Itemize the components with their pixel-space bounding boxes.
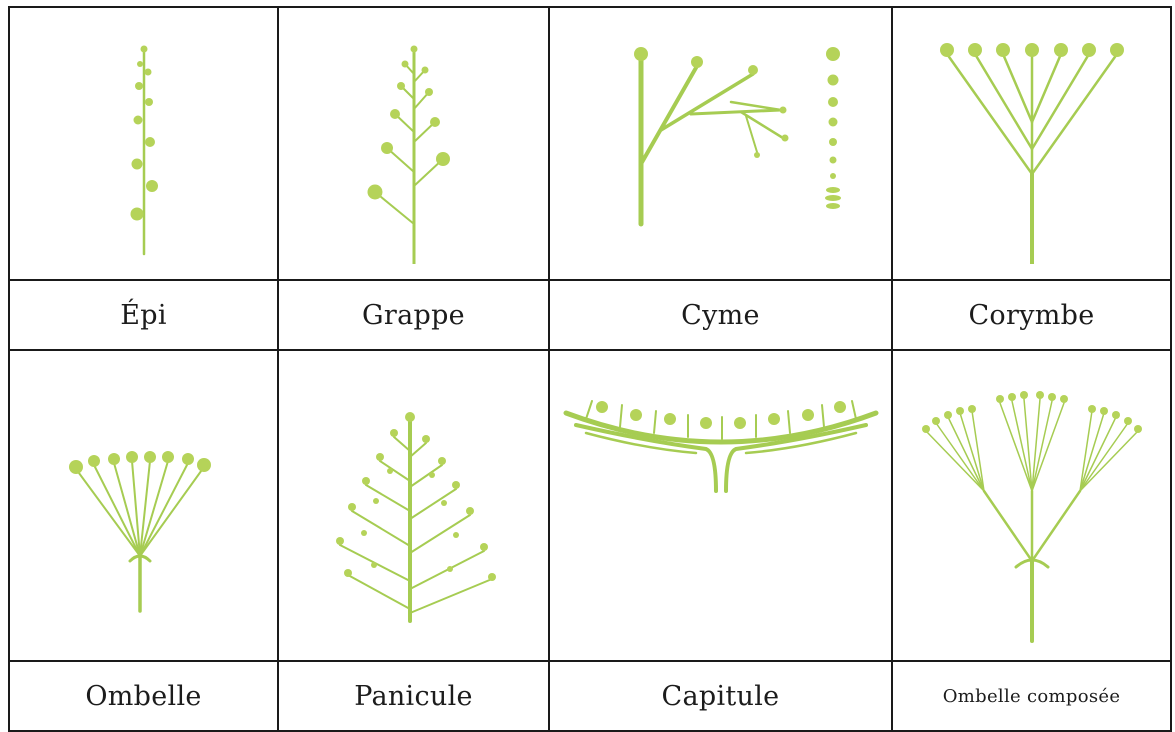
label-epi: Épi — [120, 300, 167, 331]
cyme-inflorescence-icon — [571, 24, 871, 264]
raceme-inflorescence-icon — [339, 24, 489, 264]
cell-cyme-illustration — [549, 7, 892, 280]
label-cyme: Cyme — [681, 300, 760, 331]
corymb-inflorescence-icon — [937, 24, 1127, 264]
label-ombelle: Ombelle — [85, 681, 201, 712]
panicle-inflorescence-icon — [314, 361, 514, 651]
label-row-2: Ombelle Panicule Capitule Ombelle compos… — [9, 661, 1171, 731]
inflorescence-grid: Épi Grappe Cyme Corymbe — [8, 6, 1172, 732]
label-panicule: Panicule — [354, 681, 473, 712]
cell-grappe-illustration — [278, 7, 549, 280]
illustration-row-1 — [9, 7, 1171, 280]
cell-capitule-label: Capitule — [549, 661, 892, 731]
spike-inflorescence-icon — [84, 24, 204, 264]
cell-ombelle-composee-label: Ombelle composée — [892, 661, 1171, 731]
cell-corymbe-label: Corymbe — [892, 280, 1171, 350]
cell-epi-label: Épi — [9, 280, 278, 350]
cell-grappe-label: Grappe — [278, 280, 549, 350]
illustration-row-2 — [9, 350, 1171, 661]
cell-ombelle-composee-illustration — [892, 350, 1171, 661]
cell-panicule-label: Panicule — [278, 661, 549, 731]
capitulum-inflorescence-icon — [556, 361, 886, 651]
umbel-inflorescence-icon — [64, 361, 224, 651]
cell-ombelle-label: Ombelle — [9, 661, 278, 731]
compound-umbel-inflorescence-icon — [912, 361, 1152, 651]
label-corymbe: Corymbe — [968, 300, 1094, 331]
cell-cyme-label: Cyme — [549, 280, 892, 350]
cell-panicule-illustration — [278, 350, 549, 661]
label-grappe: Grappe — [362, 300, 465, 331]
cell-corymbe-illustration — [892, 7, 1171, 280]
cell-ombelle-illustration — [9, 350, 278, 661]
cell-epi-illustration — [9, 7, 278, 280]
label-ombelle-composee: Ombelle composée — [943, 686, 1121, 707]
label-row-1: Épi Grappe Cyme Corymbe — [9, 280, 1171, 350]
cell-capitule-illustration — [549, 350, 892, 661]
label-capitule: Capitule — [662, 681, 780, 712]
